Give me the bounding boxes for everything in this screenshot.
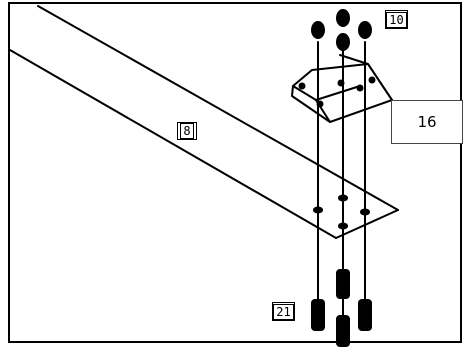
part-label-16: 16 [391,100,463,144]
bolt-head [336,269,350,299]
bracket-hole [356,84,364,92]
nut-top [336,33,350,51]
bar-end-edge [335,209,399,239]
bolt-head [336,315,350,347]
bolt-head [311,299,325,331]
bracket-hole [298,82,306,90]
part-label-8-text: 8 [180,123,194,139]
bar-top-edge [37,5,399,211]
part-label-8: 8 [177,122,197,140]
nut-top [311,21,325,39]
bracket-hole [368,76,376,84]
bracket-inner-line [315,85,361,101]
bracket-gusset [339,54,393,101]
bar-bottom-edge [9,49,337,239]
part-label-10-text: 10 [386,11,407,28]
nut-top [358,21,372,39]
part-label-21: 21 [272,302,295,321]
part-label-16-text: 16 [417,112,437,131]
part-label-21-text: 21 [273,303,294,320]
nut-top [336,9,350,27]
bolt-head [358,299,372,331]
part-label-10: 10 [385,10,408,29]
diagram-frame [8,2,462,343]
